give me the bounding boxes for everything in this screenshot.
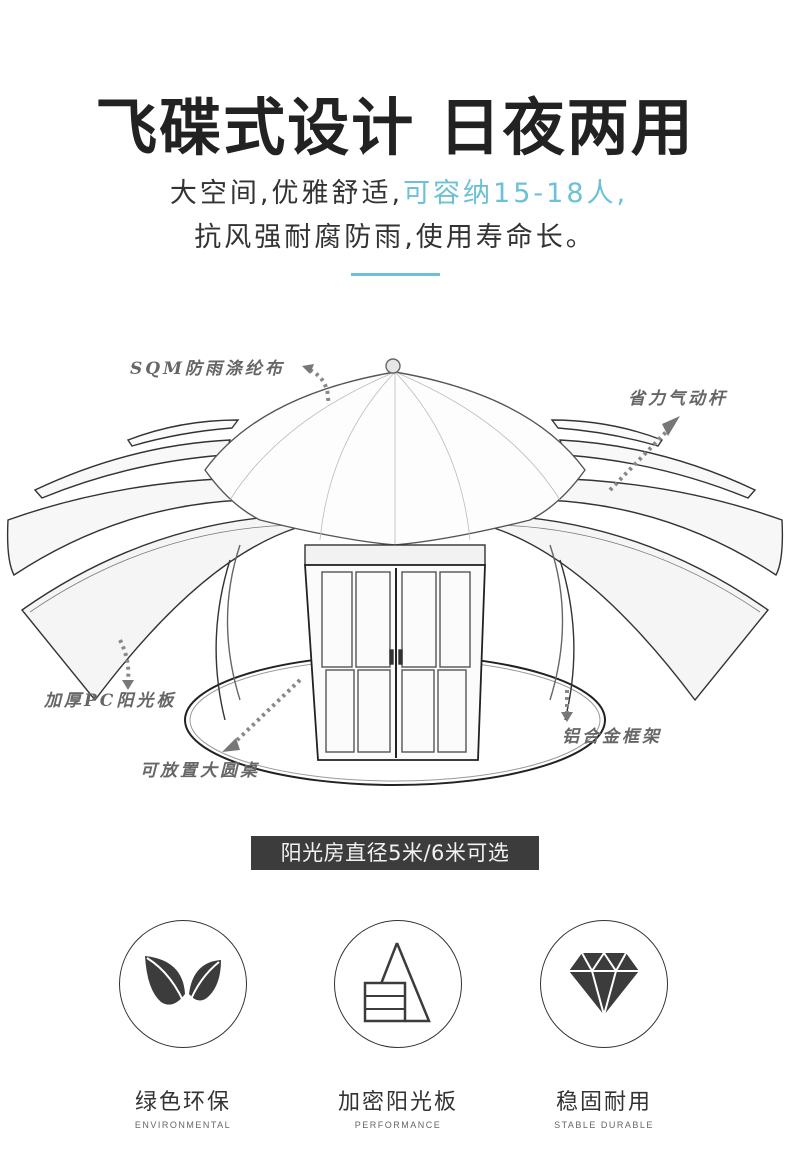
feature-subtitle: ENVIRONMENTAL	[134, 1120, 232, 1130]
feature-stable-durable: 稳固耐用 STABLE DURABLE	[524, 920, 684, 1130]
feature-title: 绿色环保	[134, 1090, 231, 1115]
page-title: 飞碟式设计 日夜两用	[95, 91, 695, 164]
title-underline	[351, 273, 440, 276]
callout-table: 可放置大圆桌	[140, 761, 260, 781]
feature-subtitle: PERFORMANCE	[354, 1120, 442, 1130]
subtitle-line-1: 大空间,优雅舒适,可容纳15-18人,	[0, 176, 790, 212]
feature-title: 稳固耐用	[555, 1090, 652, 1115]
size-badge: 阳光房直径5米/6米可选	[251, 836, 539, 870]
feature-circle	[540, 920, 668, 1048]
feature-circle	[334, 920, 462, 1048]
panel-triangle-icon	[363, 942, 431, 1023]
callout-fabric: SQM防雨涤纶布	[130, 359, 285, 379]
product-diagram: SQM防雨涤纶布 省力气动杆 加厚PC阳光板 可放置大圆桌 铝合金框架	[0, 300, 790, 820]
callout-gas-strut: 省力气动杆	[628, 389, 728, 409]
callout-pc-panel: 加厚PC阳光板	[44, 691, 177, 711]
feature-title: 加密阳光板	[337, 1090, 458, 1115]
diamond-icon	[569, 951, 639, 1017]
capacity-highlight: 可容纳15-18人,	[403, 178, 629, 209]
feature-circle	[119, 920, 247, 1048]
sunroom-illustration	[6, 358, 784, 786]
leaves-icon	[145, 956, 221, 1011]
subtitle-prefix: 大空间,优雅舒适,	[169, 178, 404, 209]
subtitle-line-2: 抗风强耐腐防雨,使用寿命长。	[194, 222, 596, 253]
feature-subtitle: STABLE DURABLE	[554, 1120, 654, 1130]
feature-performance: 加密阳光板 PERFORMANCE	[318, 920, 478, 1130]
feature-environmental: 绿色环保 ENVIRONMENTAL	[103, 920, 263, 1130]
callout-frame: 铝合金框架	[562, 727, 662, 747]
